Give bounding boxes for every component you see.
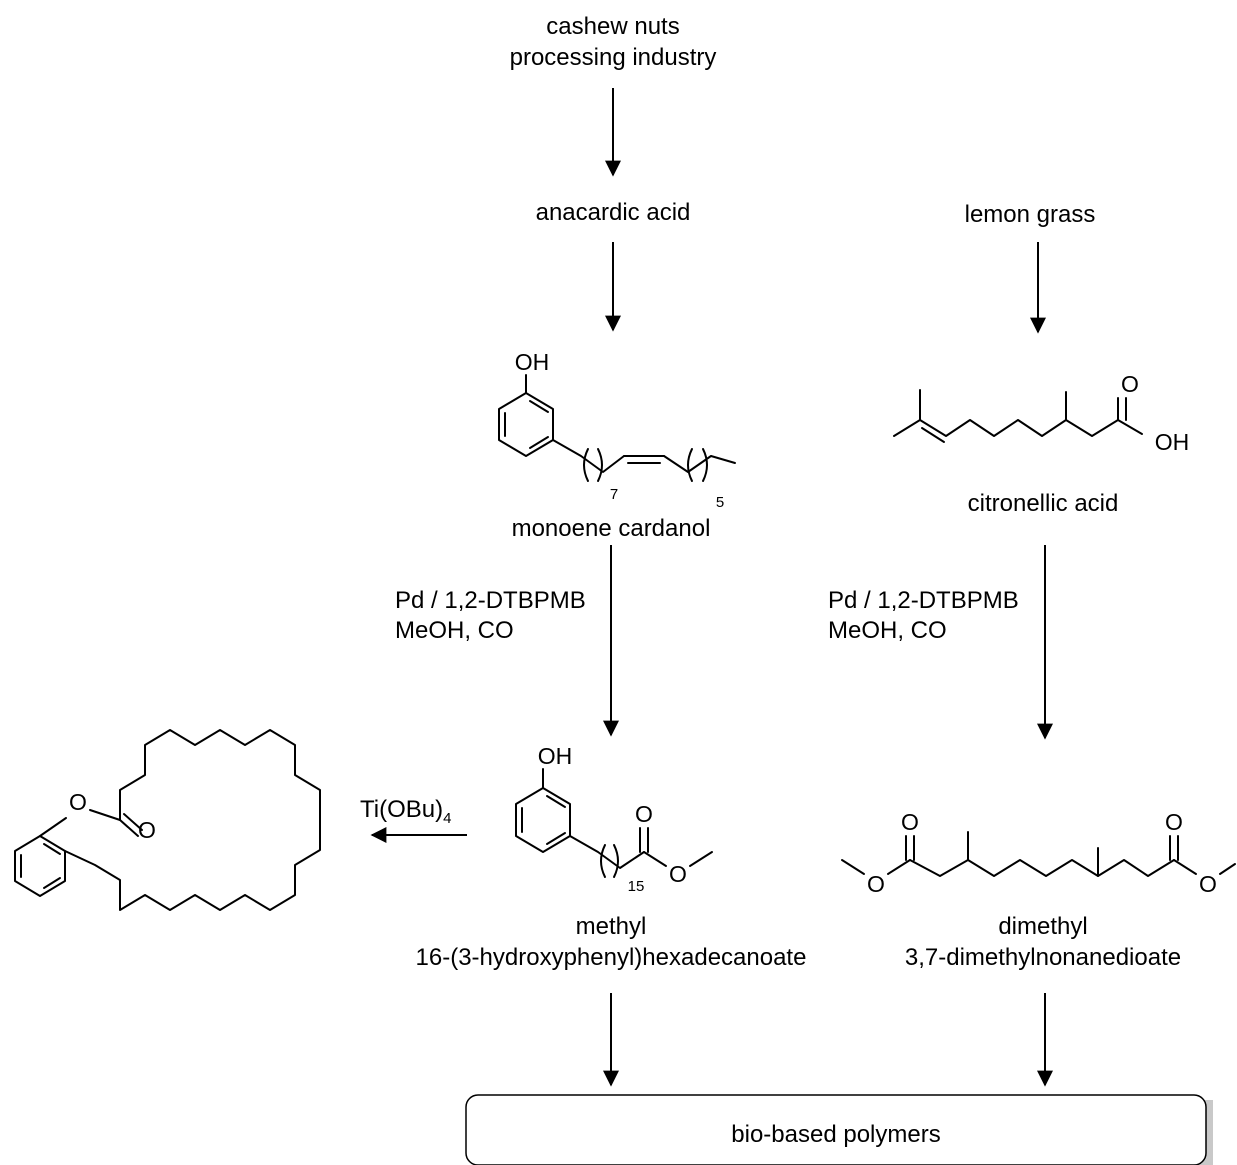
- ester-name-line1: methyl: [576, 913, 647, 940]
- ester-methoxy-o-label: O: [669, 861, 687, 887]
- source-label-line2: processing industry: [510, 44, 717, 71]
- monoene-cardanol-structure: OH 7 5: [498, 349, 736, 511]
- monoene-cardanol-label: monoene cardanol: [512, 515, 711, 542]
- lactone-carbonyl-o-label: O: [138, 817, 156, 843]
- ester-carbonyl-o-label: O: [635, 801, 653, 827]
- bio-polymers-label: bio-based polymers: [731, 1121, 940, 1148]
- diester-left-carbonyl-o-label: O: [901, 809, 919, 835]
- reagent-right-line1: Pd / 1,2-DTBPMB: [828, 587, 1019, 614]
- anacardic-acid-label: anacardic acid: [536, 199, 691, 226]
- methyl-ester-structure: OH O O 15: [515, 743, 713, 895]
- ester-n15-label: 15: [628, 878, 645, 895]
- cardanol-n5-label: 5: [716, 494, 724, 511]
- cardanol-oh-label: OH: [515, 349, 550, 375]
- diester-left-methoxy-o-label: O: [867, 871, 885, 897]
- reagent-right-line2: MeOH, CO: [828, 617, 947, 644]
- lactone-ring-o-label: O: [69, 789, 87, 815]
- diester-name-line2: 3,7-dimethylnonanedioate: [905, 944, 1181, 971]
- cardanol-n7-label: 7: [610, 486, 618, 503]
- diester-name-line1: dimethyl: [998, 913, 1087, 940]
- citronellic-oh-label: OH: [1155, 429, 1190, 455]
- reagent-left-line2: MeOH, CO: [395, 617, 514, 644]
- citronellic-carbonyl-o-label: O: [1121, 371, 1139, 397]
- citronellic-acid-structure: O OH: [893, 371, 1190, 455]
- citronellic-acid-label: citronellic acid: [968, 490, 1119, 517]
- ester-oh-label: OH: [538, 743, 573, 769]
- macrolactone-structure: O O: [14, 729, 321, 911]
- ester-name-line2: 16-(3-hydroxyphenyl)hexadecanoate: [416, 944, 807, 971]
- diester-right-methoxy-o-label: O: [1199, 871, 1217, 897]
- diester-right-carbonyl-o-label: O: [1165, 809, 1183, 835]
- ti-reagent-label: Ti(OBu)4: [360, 796, 451, 827]
- source-label-line1: cashew nuts: [546, 13, 679, 40]
- lemon-grass-label: lemon grass: [965, 201, 1096, 228]
- reagent-left-line1: Pd / 1,2-DTBPMB: [395, 587, 586, 614]
- bio-polymers-box: bio-based polymers: [465, 1094, 1213, 1165]
- dimethyl-diester-structure: O O O O: [841, 809, 1236, 897]
